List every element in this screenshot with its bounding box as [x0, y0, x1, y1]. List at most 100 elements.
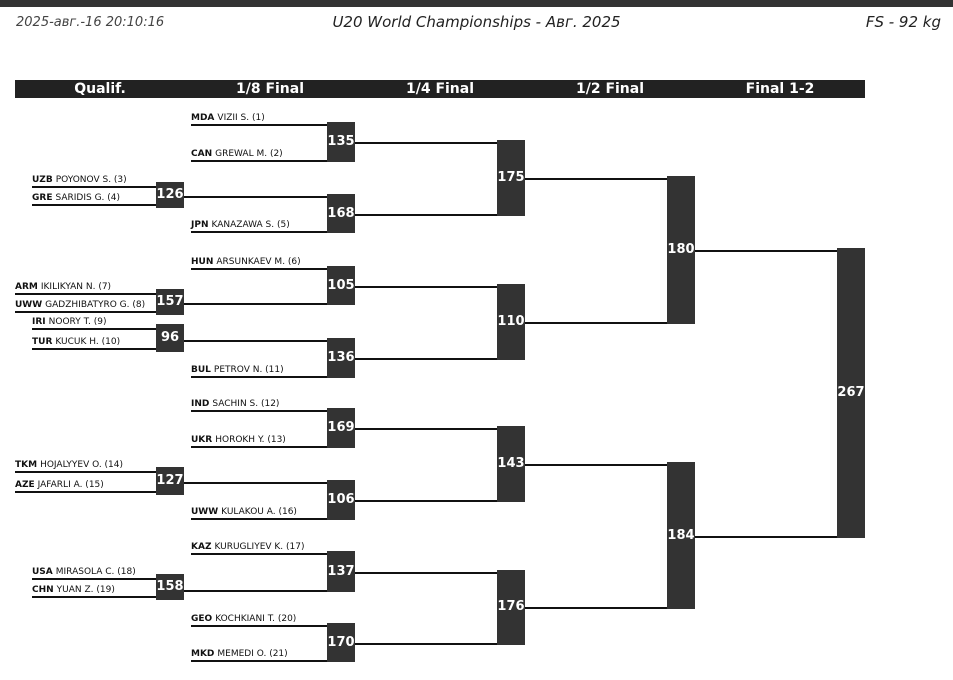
bout-qualif-1[interactable] [156, 182, 184, 208]
connector-line [525, 464, 667, 466]
athlete-line [191, 124, 327, 126]
bout-quarter-1-score: 175 [497, 169, 525, 185]
athlete-name: SARIDIS G. (4) [55, 193, 121, 203]
connector-line [355, 500, 497, 502]
bout-eighth-1-score: 135 [327, 134, 355, 149]
athlete-country: BUL [191, 365, 211, 375]
bout-eighth-3-score: 105 [327, 277, 355, 293]
bout-qualif-1-score: 126 [156, 187, 184, 202]
connector-line [184, 340, 327, 342]
connector-line [355, 428, 497, 430]
athlete-country: IRI [32, 317, 46, 327]
bout-eighth-8-score: 170 [327, 634, 355, 650]
bout-quarter-3[interactable] [497, 426, 525, 502]
connector-line [695, 249, 837, 252]
connector-line [355, 142, 497, 144]
athlete-line [15, 293, 156, 295]
athlete-country: GRE [32, 193, 53, 203]
athlete-name: POYONOV S. (3) [55, 175, 127, 185]
athlete-country: MDA [191, 113, 215, 123]
bout-eighth-6[interactable] [327, 480, 355, 520]
athlete-line [15, 471, 156, 473]
athlete-line [191, 446, 327, 448]
athlete-country: USA [32, 567, 53, 577]
top-bar [0, 0, 953, 7]
bout-eighth-8[interactable] [327, 623, 355, 662]
athlete-line [191, 268, 327, 270]
weight-category: FS - 92 kg [865, 13, 941, 31]
connector-line [184, 303, 327, 305]
athlete-name: JAFARLI A. (15) [37, 480, 104, 490]
athlete-country: AZE [15, 480, 35, 490]
athlete-country: UKR [191, 435, 213, 445]
athlete-line [32, 204, 156, 206]
connector-line [355, 642, 497, 645]
bout-qualif-5[interactable] [156, 574, 184, 600]
bout-final[interactable] [837, 247, 865, 538]
bout-quarter-3-score: 143 [497, 456, 525, 471]
bout-qualif-2[interactable] [156, 289, 184, 315]
bout-quarter-4[interactable] [497, 569, 525, 645]
bout-semi-2[interactable] [667, 462, 695, 609]
athlete-country: CHN [32, 585, 54, 595]
athlete-name: NOORY T. (9) [48, 317, 107, 327]
athlete-country: KAZ [191, 542, 212, 552]
athlete-line [32, 596, 156, 598]
bout-eighth-1[interactable] [327, 122, 355, 162]
athlete-country: JPN [191, 220, 209, 230]
bout-qualif-2-score: 157 [156, 294, 184, 309]
athlete-name: ARSUNKAEV M. (6) [216, 257, 301, 267]
bout-quarter-1[interactable] [497, 140, 525, 216]
bout-quarter-2[interactable] [497, 283, 525, 360]
round-eighth-final: 1/8 Final [235, 81, 305, 97]
athlete-name: VIZII S. (1) [217, 113, 265, 123]
connector-line [355, 285, 497, 288]
athlete-name: MIRASOLA C. (18) [55, 567, 136, 577]
bout-eighth-5[interactable] [327, 408, 355, 448]
bout-qualif-4[interactable] [156, 467, 184, 495]
event-title: U20 World Championships - Авг. 2025 [332, 13, 621, 31]
connector-line [355, 358, 497, 360]
bout-eighth-7[interactable] [327, 551, 355, 592]
athlete-line [191, 518, 327, 520]
round-final: Final 1-2 [745, 81, 815, 97]
athlete-country: UZB [32, 175, 53, 185]
bout-eighth-3[interactable] [327, 266, 355, 305]
athlete-line [15, 491, 156, 493]
athlete-country: UWW [191, 507, 219, 517]
athlete-name: KANAZAWA S. (5) [211, 220, 290, 230]
athlete-name: HOJALYYEV O. (14) [40, 460, 124, 470]
athlete-name: KOCHKIANI T. (20) [215, 614, 297, 624]
athlete-line [191, 553, 327, 555]
bout-semi-1[interactable] [667, 175, 695, 324]
bout-eighth-4[interactable] [327, 338, 355, 378]
athlete-name: KUCUK H. (10) [55, 337, 121, 347]
bout-qualif-3[interactable] [156, 324, 184, 352]
bout-eighth-5-score: 169 [327, 420, 355, 435]
athlete-country: TUR [32, 337, 53, 347]
athlete-name: IKILIKYAN N. (7) [40, 282, 112, 292]
athlete-country: ARM [15, 282, 38, 292]
athlete-name: KURUGLIYEV K. (17) [214, 542, 305, 552]
athlete-name: GREWAL M. (2) [215, 149, 283, 159]
bout-eighth-2[interactable] [327, 194, 355, 233]
bout-eighth-4-score: 136 [327, 350, 355, 365]
athlete-country: IND [191, 399, 210, 409]
round-qualif: Qualif. [74, 81, 126, 97]
bout-semi-2-score: 184 [667, 527, 695, 543]
athlete-line [32, 348, 156, 350]
bout-final-score: 267 [837, 384, 865, 400]
bout-semi-1-score: 180 [667, 241, 695, 257]
